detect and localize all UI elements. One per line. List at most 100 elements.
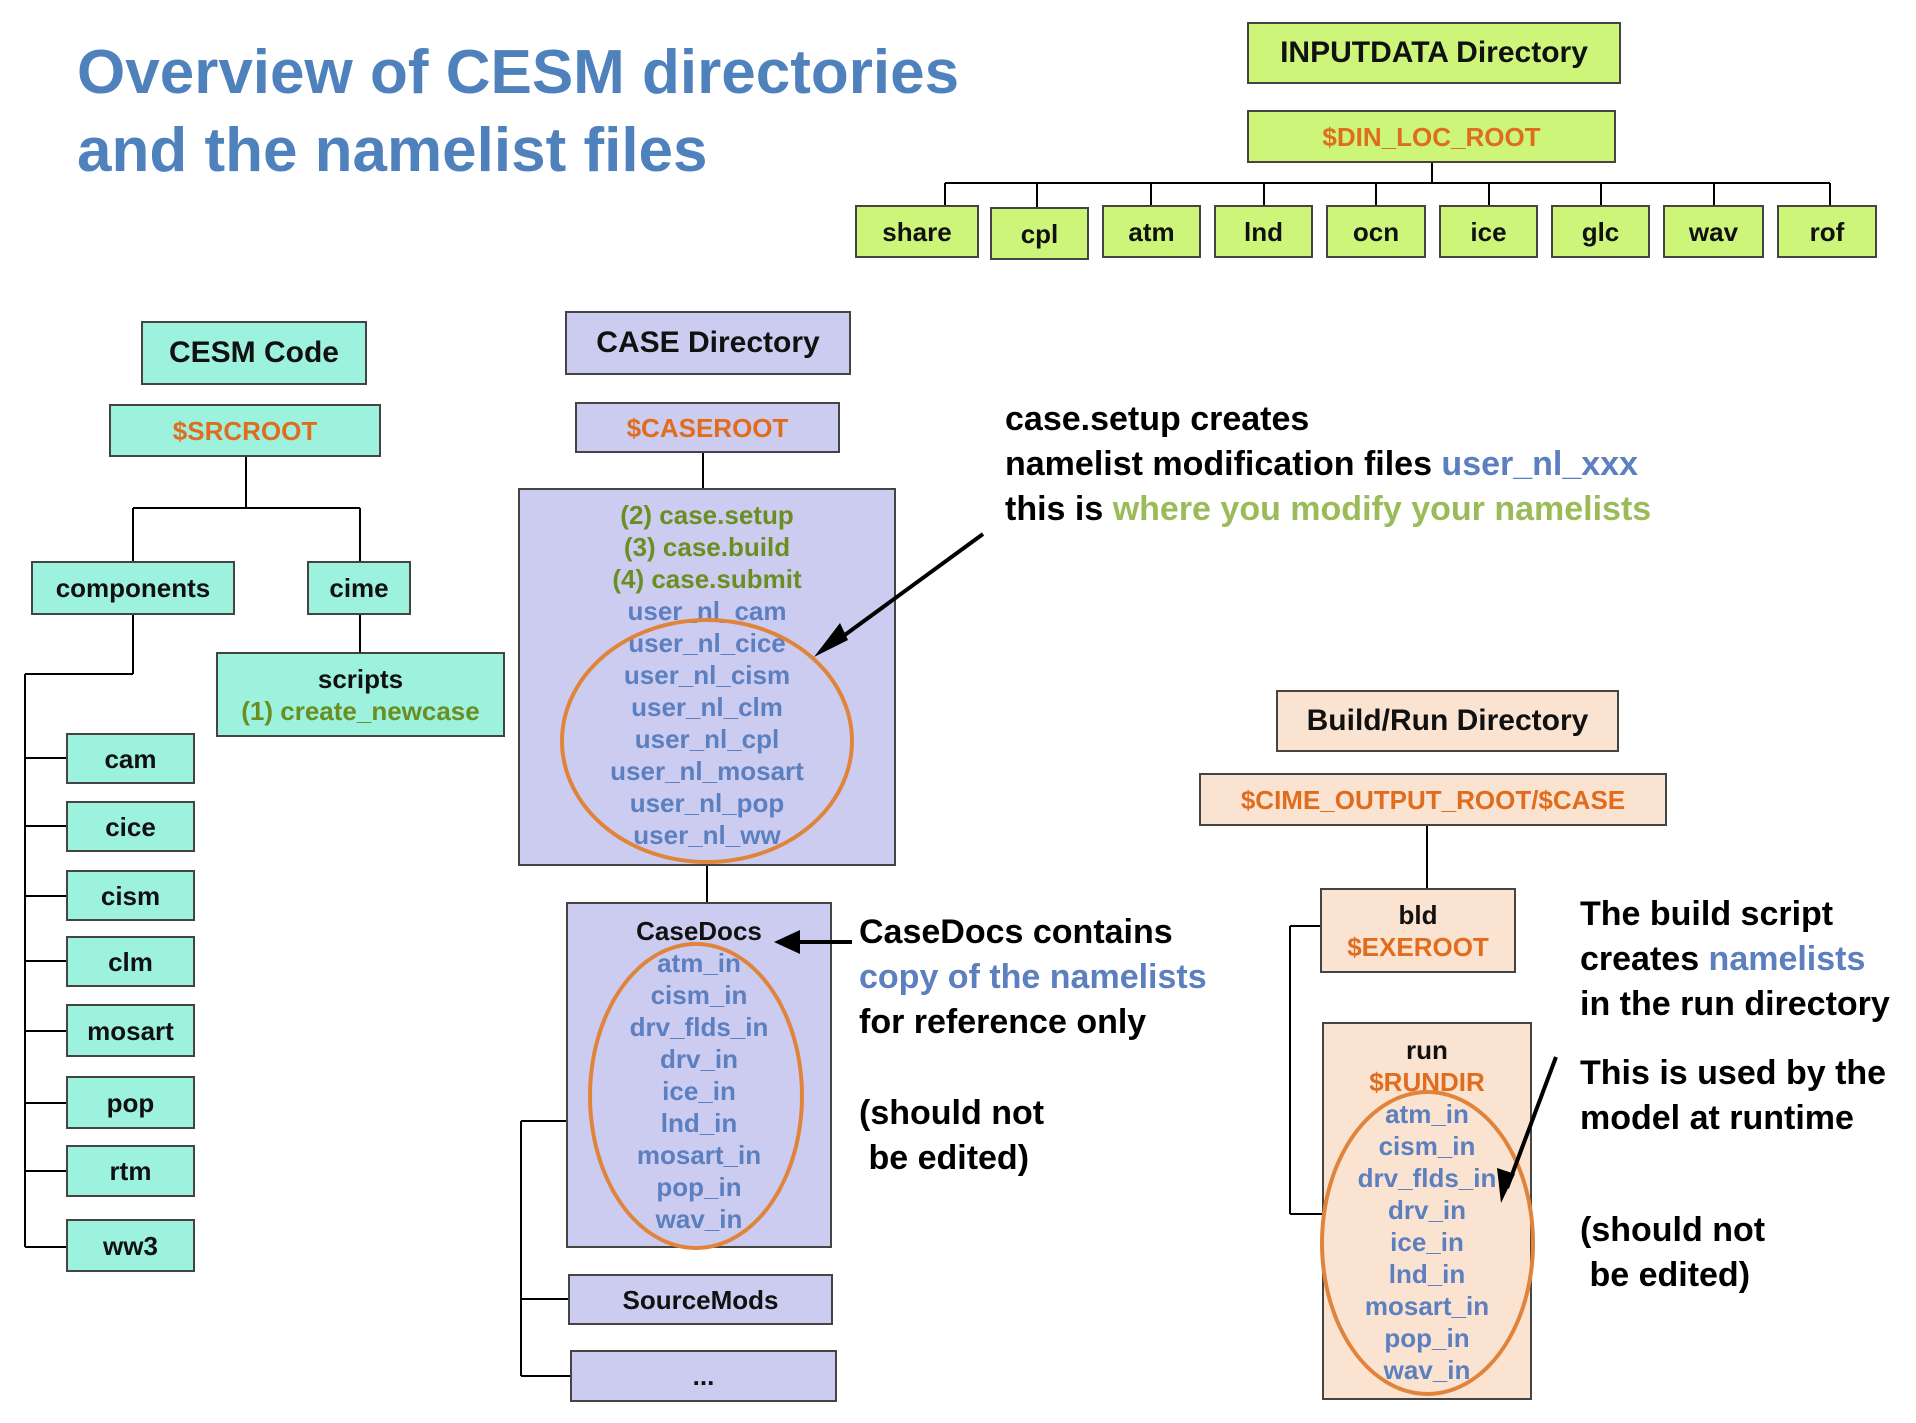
inputdata-child-label: ocn xyxy=(1352,216,1400,247)
case-setup-note-line2: namelist modification files user_nl_xxx xyxy=(1005,445,1639,483)
din-loc-root-label: $DIN_LOC_ROOT xyxy=(1322,121,1541,152)
create-newcase-label: (1) create_newcase xyxy=(241,695,480,726)
buildrun-header-label: Build/Run Directory xyxy=(1306,704,1589,737)
case-header: CASE Directory xyxy=(565,311,851,375)
case-build-step: (3) case.build xyxy=(623,532,791,562)
casedocs-warning: (should not be edited) xyxy=(859,1091,1044,1181)
cime-output-root-label: $CIME_OUTPUT_ROOT/$CASE xyxy=(1240,784,1626,815)
component-label: pop xyxy=(106,1087,155,1118)
user-nl-highlight-ellipse xyxy=(560,618,854,864)
casedocs-note-line1: CaseDocs contains xyxy=(859,913,1173,951)
scripts-label: scripts xyxy=(317,663,404,694)
srcroot-box: $SRCROOT xyxy=(109,404,381,457)
component-label: mosart xyxy=(87,1015,174,1046)
bld-box: bld $EXEROOT xyxy=(1320,888,1516,973)
cesm-code-header-label: CESM Code xyxy=(168,336,339,369)
exeroot-label: $EXEROOT xyxy=(1347,931,1489,962)
run-label: run xyxy=(1406,1035,1448,1065)
arrow-to-user-nl-head xyxy=(814,623,848,657)
inputdata-child-rof: rof xyxy=(1777,205,1877,258)
inputdata-child-label: glc xyxy=(1581,216,1620,247)
build-note-line3: in the run directory xyxy=(1580,985,1890,1023)
arrow-to-run-files-head xyxy=(1497,1168,1515,1203)
component-label: cice xyxy=(105,811,156,842)
srcroot-label: $SRCROOT xyxy=(172,415,318,446)
component-cam: cam xyxy=(66,733,195,784)
inputdata-child-ice: ice xyxy=(1439,205,1538,258)
build-note-line5: model at runtime xyxy=(1580,1099,1854,1137)
casedocs-note-line2: copy of the namelists xyxy=(859,958,1207,996)
sourcemods-box: SourceMods xyxy=(568,1274,833,1325)
build-note-line2: creates namelists xyxy=(1580,940,1866,978)
case-submit-step: (4) case.submit xyxy=(612,564,802,594)
build-note: The build script creates namelists in th… xyxy=(1580,892,1890,1141)
cesm-code-header: CESM Code xyxy=(141,321,367,385)
cime-box: cime xyxy=(307,561,411,615)
cime-output-root-box: $CIME_OUTPUT_ROOT/$CASE xyxy=(1199,773,1667,826)
page-title: Overview of CESM directories and the nam… xyxy=(77,34,959,190)
components-box: components xyxy=(31,561,235,615)
component-label: cism xyxy=(100,880,161,911)
casedocs-warning-line1: (should not xyxy=(859,1094,1045,1132)
inputdata-child-label: rof xyxy=(1809,216,1845,247)
inputdata-child-label: lnd xyxy=(1244,216,1283,247)
arrow-to-casedocs-head xyxy=(774,930,800,954)
inputdata-child-label: ice xyxy=(1470,216,1507,247)
component-rtm: rtm xyxy=(66,1145,195,1197)
title-line-1: Overview of CESM directories xyxy=(77,38,960,107)
inputdata-child-atm: atm xyxy=(1102,205,1201,258)
inputdata-header-label: INPUTDATA Directory xyxy=(1280,36,1588,69)
component-label: cam xyxy=(104,743,157,774)
casedocs-highlight-ellipse xyxy=(588,942,804,1250)
casedocs-title: CaseDocs xyxy=(636,916,762,946)
casedocs-note-line3: for reference only xyxy=(859,1003,1147,1041)
component-label: rtm xyxy=(109,1156,152,1186)
build-note-line1: The build script xyxy=(1580,895,1834,933)
build-warning-line2: be edited) xyxy=(1580,1256,1751,1294)
more-dirs-label: ... xyxy=(692,1361,715,1391)
run-files-highlight-ellipse xyxy=(1320,1090,1535,1396)
inputdata-child-wav: wav xyxy=(1663,205,1764,258)
component-cism: cism xyxy=(66,870,195,921)
inputdata-child-lnd: lnd xyxy=(1214,205,1313,258)
case-setup-note-line1: case.setup creates xyxy=(1005,400,1310,438)
casedocs-warning-line2: be edited) xyxy=(859,1139,1030,1177)
din-loc-root-box: $DIN_LOC_ROOT xyxy=(1247,110,1616,163)
inputdata-child-label: share xyxy=(882,216,952,247)
namelists-text: namelists xyxy=(1708,940,1866,978)
components-label: components xyxy=(55,573,211,603)
casedocs-note: CaseDocs contains copy of the namelists … xyxy=(859,910,1207,1045)
caseroot-box: $CASEROOT xyxy=(575,402,840,453)
inputdata-child-glc: glc xyxy=(1551,205,1650,258)
case-setup-step: (2) case.setup xyxy=(620,500,794,530)
title-line-2: and the namelist files xyxy=(77,116,708,185)
bld-label: bld xyxy=(1398,899,1438,930)
inputdata-header: INPUTDATA Directory xyxy=(1247,22,1621,84)
case-setup-note-line3: this is where you modify your namelists xyxy=(1005,490,1652,528)
case-setup-note: case.setup creates namelist modification… xyxy=(1005,397,1651,532)
modify-namelists-text: where you modify your namelists xyxy=(1112,490,1652,528)
inputdata-child-share: share xyxy=(855,205,979,258)
more-dirs-box: ... xyxy=(570,1350,837,1402)
inputdata-child-label: cpl xyxy=(1020,218,1059,249)
sourcemods-label: SourceMods xyxy=(622,1284,779,1315)
component-clm: clm xyxy=(66,936,195,987)
inputdata-child-ocn: ocn xyxy=(1326,205,1426,258)
inputdata-child-label: atm xyxy=(1128,216,1175,247)
case-header-label: CASE Directory xyxy=(596,326,820,359)
component-label: ww3 xyxy=(103,1230,158,1261)
cime-label: cime xyxy=(329,573,389,603)
caseroot-label: $CASEROOT xyxy=(626,412,789,443)
build-warning: (should not be edited) xyxy=(1580,1208,1765,1298)
build-note-line4: This is used by the xyxy=(1580,1054,1887,1092)
user-nl-xxx-text: user_nl_xxx xyxy=(1441,445,1639,483)
buildrun-header: Build/Run Directory xyxy=(1276,690,1619,752)
component-cice: cice xyxy=(66,801,195,852)
scripts-box: scripts (1) create_newcase xyxy=(216,652,505,737)
component-label: clm xyxy=(108,946,153,977)
component-ww3: ww3 xyxy=(66,1219,195,1272)
component-pop: pop xyxy=(66,1076,195,1129)
component-mosart: mosart xyxy=(66,1004,195,1057)
